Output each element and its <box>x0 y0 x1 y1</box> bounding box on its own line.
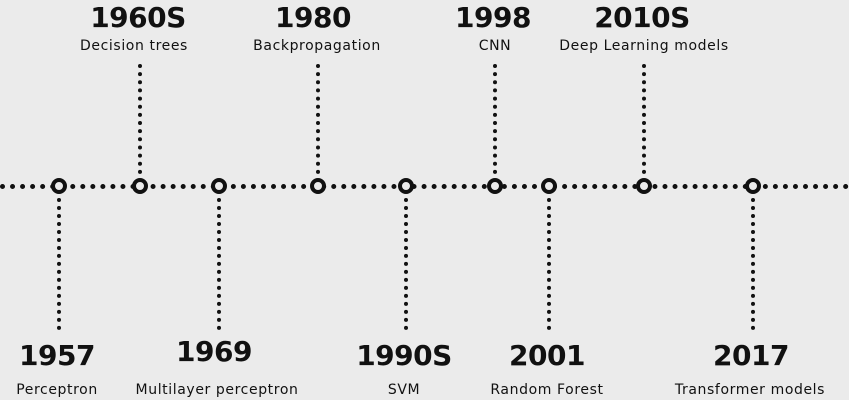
year-1960s: 1960S <box>90 1 186 34</box>
node-1969 <box>211 178 227 194</box>
label-2010s: Deep Learning models <box>559 38 729 54</box>
year-1990s: 1990S <box>356 339 452 372</box>
node-1998 <box>487 178 503 194</box>
node-1980 <box>310 178 326 194</box>
node-2010s <box>636 178 652 194</box>
connector-1957 <box>57 198 61 330</box>
year-1957: 1957 <box>19 339 95 372</box>
connector-1990s <box>404 198 408 330</box>
label-1998: CNN <box>478 38 512 54</box>
connector-2010s <box>642 64 646 174</box>
year-2001: 2001 <box>509 339 585 372</box>
label-1990s: SVM <box>387 382 421 398</box>
node-1990s <box>398 178 414 194</box>
year-1969: 1969 <box>176 335 252 368</box>
connector-1969 <box>217 198 221 330</box>
label-2001: Random Forest <box>490 382 604 398</box>
node-2017 <box>745 178 761 194</box>
connector-2001 <box>547 198 551 330</box>
connector-1960s <box>138 64 142 174</box>
label-1969: Multilayer perceptron <box>135 382 299 398</box>
node-1960s <box>132 178 148 194</box>
node-2001 <box>541 178 557 194</box>
connector-1998 <box>493 64 497 174</box>
year-1998: 1998 <box>455 1 531 34</box>
label-1957: Perceptron <box>16 382 98 398</box>
label-1960s: Decision trees <box>80 38 188 54</box>
year-2017: 2017 <box>713 339 789 372</box>
label-1980: Backpropagation <box>253 38 381 54</box>
label-2017: Transformer models <box>674 382 826 398</box>
connector-2017 <box>751 198 755 330</box>
connector-1980 <box>316 64 320 174</box>
node-1957 <box>51 178 67 194</box>
year-1980: 1980 <box>275 1 351 34</box>
year-2010s: 2010S <box>594 1 690 34</box>
timeline-axis <box>0 184 849 189</box>
